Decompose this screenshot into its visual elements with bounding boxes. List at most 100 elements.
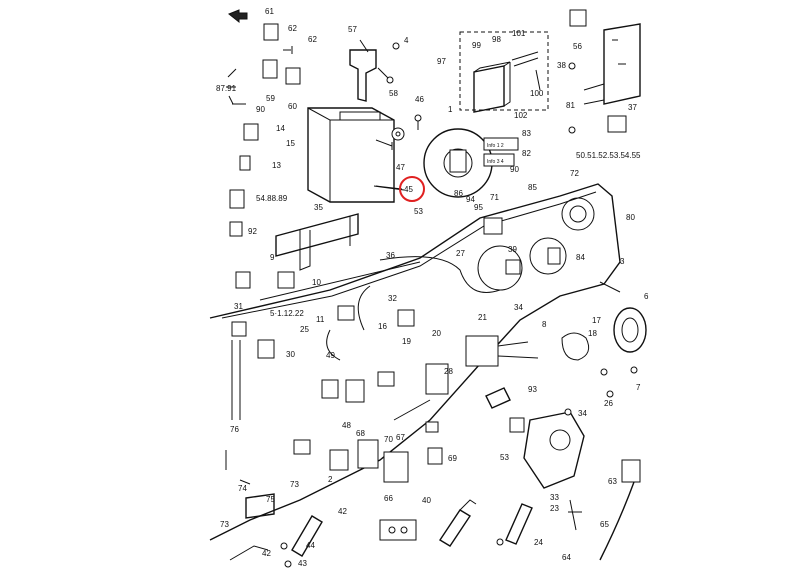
callout-40: 40 [422, 496, 431, 505]
callout-4: 4 [404, 36, 409, 45]
callout-17: 17 [592, 316, 601, 325]
callout-13: 13 [272, 161, 281, 170]
callout-1: 1 [448, 105, 453, 114]
callout-33: 33 [550, 493, 559, 502]
callout-76: 76 [230, 425, 239, 434]
callout-73: 73 [220, 520, 229, 529]
callout-10: 10 [312, 278, 321, 287]
callout-83: 83 [522, 129, 531, 138]
callout-54-88-89: 54.88.89 [256, 194, 288, 203]
callout-3: 3 [620, 257, 625, 266]
callout-50-51-52-53-54-55: 50.51.52.53.54.55 [576, 151, 641, 160]
callout-24: 24 [534, 538, 543, 547]
callout-85: 85 [528, 183, 537, 192]
callout-67: 67 [396, 433, 405, 442]
callout-11: 11 [316, 315, 325, 324]
callout-71: 71 [490, 193, 499, 202]
callout-59: 59 [266, 94, 275, 103]
callout-63: 63 [608, 477, 617, 486]
callout-21: 21 [478, 313, 487, 322]
callout-74: 74 [238, 484, 247, 493]
callout-28: 28 [444, 367, 453, 376]
callout-19: 19 [402, 337, 411, 346]
callout-27: 27 [456, 249, 465, 258]
highlighted-callout-45: 45 [404, 185, 413, 194]
callout-20: 20 [432, 329, 441, 338]
callout-66: 66 [384, 494, 393, 503]
callout-23: 23 [550, 504, 559, 513]
callout-18: 18 [588, 329, 597, 338]
callout-16: 16 [378, 322, 387, 331]
callout-60: 60 [288, 102, 297, 111]
callout-34: 34 [578, 409, 587, 418]
callout-87-91: 87.91 [216, 84, 237, 93]
callout-86: 86 [454, 189, 463, 198]
callout-62: 62 [288, 24, 297, 33]
callout-7: 7 [636, 383, 641, 392]
callout-98: 98 [492, 35, 501, 44]
callout-68: 68 [356, 429, 365, 438]
callout-39: 39 [508, 245, 517, 254]
callout-56: 56 [573, 42, 582, 51]
callout-94: 94 [466, 195, 475, 204]
callout-32: 32 [388, 294, 397, 303]
callout-93: 93 [528, 385, 537, 394]
parts-drawing: Info 1 2 Info 3 4 [209, 9, 647, 568]
callout-36: 36 [386, 251, 395, 260]
callout-35: 35 [314, 203, 323, 212]
relay-60 [285, 67, 301, 85]
callout-47: 47 [396, 163, 405, 172]
leader-line-45 [375, 185, 403, 190]
callout-42: 42 [338, 507, 347, 516]
svg-text:Info 3 4: Info 3 4 [487, 159, 504, 165]
callout-81: 81 [566, 101, 575, 110]
callout-102: 102 [514, 111, 528, 120]
callout-64: 64 [562, 553, 571, 562]
callout-34: 34 [514, 303, 523, 312]
callout-69: 69 [448, 454, 457, 463]
callout-42: 42 [262, 549, 271, 558]
callout-9: 9 [270, 253, 275, 262]
callout-31: 31 [234, 302, 243, 311]
callout-43: 43 [298, 559, 307, 568]
callout-95: 95 [474, 203, 483, 212]
relay-61 [263, 23, 279, 41]
callout-65: 65 [600, 520, 609, 529]
callout-90: 90 [256, 105, 265, 114]
callout-5-1-12-22: 5·1.12.22 [270, 309, 304, 318]
callout-101: 101 [512, 29, 526, 38]
callout-49: 49 [326, 351, 335, 360]
callout-46: 46 [415, 95, 424, 104]
callout-14: 14 [276, 124, 285, 133]
callout-62: 62 [308, 35, 317, 44]
callout-26: 26 [604, 399, 613, 408]
callout-6: 6 [644, 292, 649, 301]
callout-37: 37 [628, 103, 637, 112]
callout-72: 72 [570, 169, 579, 178]
relay-56 [569, 9, 587, 27]
callout-99: 99 [472, 41, 481, 50]
callout-44: 44 [306, 541, 315, 550]
callout-58: 58 [389, 89, 398, 98]
callout-61: 61 [265, 7, 274, 16]
callout-53: 53 [414, 207, 423, 216]
callout-82: 82 [522, 149, 531, 158]
callout-30: 30 [286, 350, 295, 359]
callout-8: 8 [542, 320, 547, 329]
callout-73: 73 [290, 480, 299, 489]
callout-70: 70 [384, 435, 393, 444]
callout-75: 75 [266, 495, 275, 504]
svg-text:Info 1 2: Info 1 2 [487, 143, 504, 149]
callout-80: 80 [626, 213, 635, 222]
callout-53: 53 [500, 453, 509, 462]
callout-90: 90 [510, 165, 519, 174]
callout-38: 38 [557, 61, 566, 70]
callout-2: 2 [328, 475, 333, 484]
callout-25: 25 [300, 325, 309, 334]
callouts: 616262574563859605887.919097999810110010… [216, 7, 649, 568]
callout-15: 15 [286, 139, 295, 148]
callout-97: 97 [437, 57, 446, 66]
callout-92: 92 [248, 227, 257, 236]
highlight-circle [399, 176, 425, 202]
